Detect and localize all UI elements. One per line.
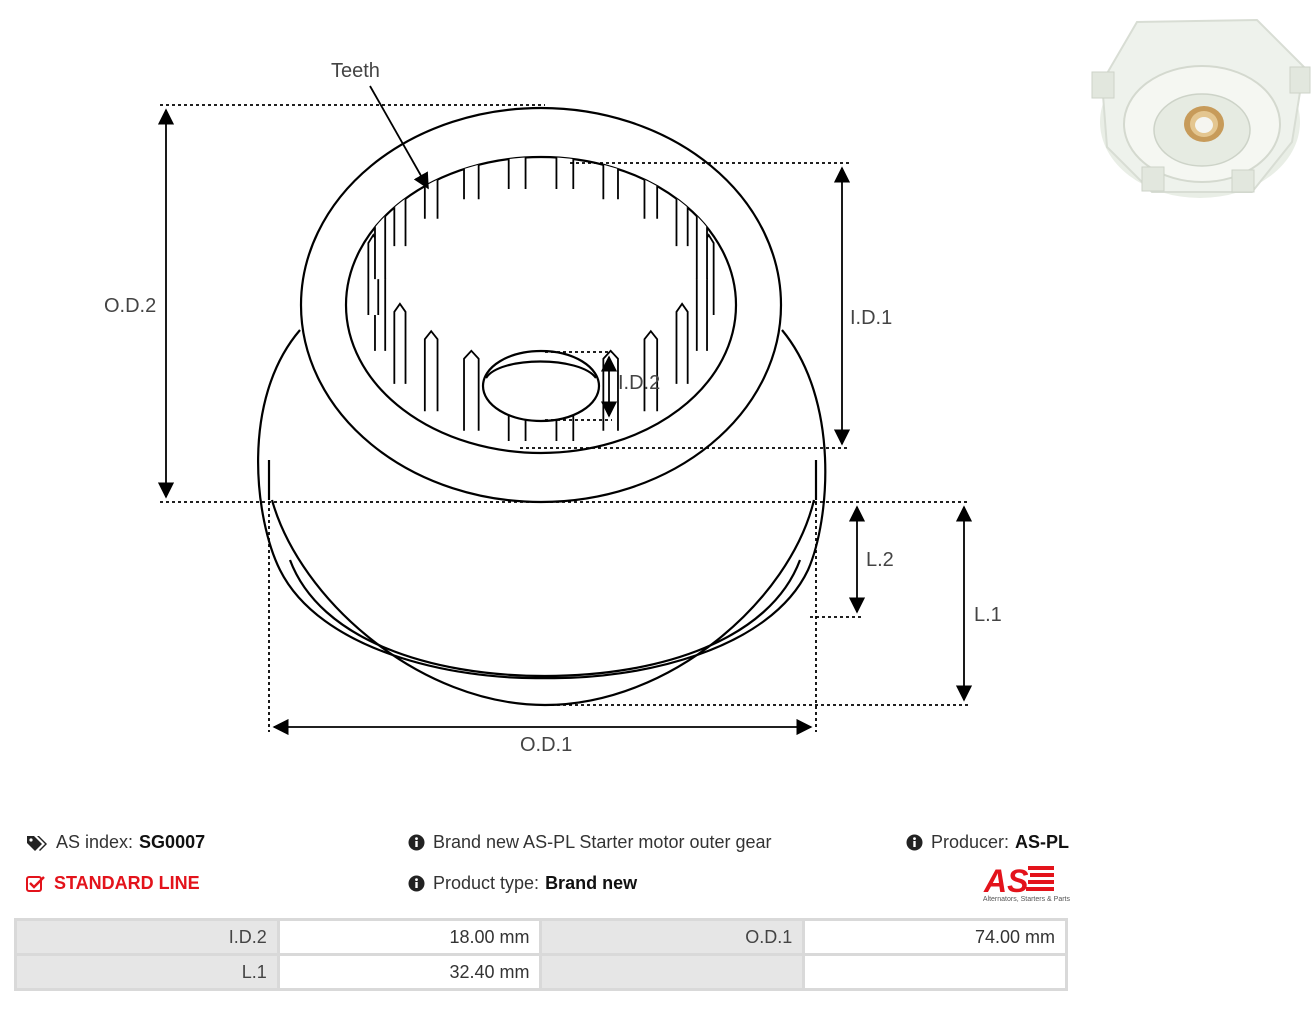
od1-label: O.D.1 [520, 734, 572, 756]
standard-line-label: STANDARD LINE [54, 873, 200, 893]
spec-key: I.D.2 [17, 921, 277, 953]
as-index-label: AS index: [56, 832, 134, 852]
spec-value [805, 956, 1065, 988]
l1-label: L.1 [974, 604, 1002, 626]
product-description: Brand new AS-PL Starter motor outer gear [433, 832, 772, 852]
dimension-arrows [157, 85, 973, 736]
info-icon [408, 875, 425, 892]
description-row: Brand new AS-PL Starter motor outer gear [408, 832, 772, 853]
as-pl-logo: AS Alternators, Starters & Parts [960, 862, 1070, 908]
gear-tooth [393, 302, 407, 384]
center-hole [481, 349, 601, 423]
teeth-callout-label: Teeth [331, 60, 380, 82]
table-row: L.1 32.40 mm [17, 956, 1065, 988]
spec-key [542, 956, 803, 988]
specs-table-body: I.D.2 18.00 mm O.D.1 74.00 mm L.1 32.40 … [17, 921, 1065, 988]
gear-tooth [423, 329, 439, 412]
gear-diagram: Teeth O.D.2 I.D.1 I.D.2 L.2 L.1 O.D.1 [104, 60, 1002, 756]
product-type-row: Product type: Brand new [408, 873, 637, 894]
spec-key: O.D.1 [542, 921, 803, 953]
producer-row: Producer: AS-PL [906, 832, 1069, 853]
gear-tooth [555, 157, 575, 190]
gear-tooth [643, 329, 659, 412]
id2-label: I.D.2 [618, 372, 660, 394]
product-photo [1091, 18, 1311, 198]
gear-outline [257, 106, 827, 707]
product-type-value: Brand new [545, 873, 638, 893]
dimension-guides [160, 104, 968, 732]
spec-key: L.1 [17, 956, 277, 988]
info-icon [906, 834, 923, 851]
spec-value: 32.40 mm [279, 956, 540, 988]
table-row: I.D.2 18.00 mm O.D.1 74.00 mm [17, 921, 1065, 953]
od2-label: O.D.2 [104, 295, 156, 317]
logo-tagline: Alternators, Starters & Parts [982, 896, 1070, 903]
as-index-row: AS index: SG0007 [26, 832, 205, 853]
id1-label: I.D.1 [850, 307, 892, 329]
gear-tooth [695, 269, 708, 351]
product-type-label: Product type: [433, 873, 540, 893]
spec-value: 74.00 mm [805, 921, 1065, 953]
gear-tooth [507, 157, 527, 190]
as-logo-mark-icon: AS [983, 863, 1054, 899]
gear-tooth [675, 302, 689, 384]
as-index-value: SG0007 [139, 832, 206, 852]
logo-mark-text: AS [983, 863, 1029, 896]
producer-label: Producer: [931, 832, 1010, 852]
standard-line-badge: STANDARD LINE [26, 873, 200, 894]
check-square-icon [26, 875, 46, 893]
starter-outer-gear-photo-icon [1091, 18, 1311, 198]
spec-value: 18.00 mm [279, 921, 540, 953]
producer-value: AS-PL [1015, 832, 1070, 852]
info-icon [408, 834, 425, 851]
tags-icon [26, 834, 48, 852]
gear-tooth [463, 349, 480, 431]
gear-tooth [602, 349, 619, 431]
specs-table: I.D.2 18.00 mm O.D.1 74.00 mm L.1 32.40 … [14, 918, 1068, 991]
l2-label: L.2 [866, 549, 894, 571]
